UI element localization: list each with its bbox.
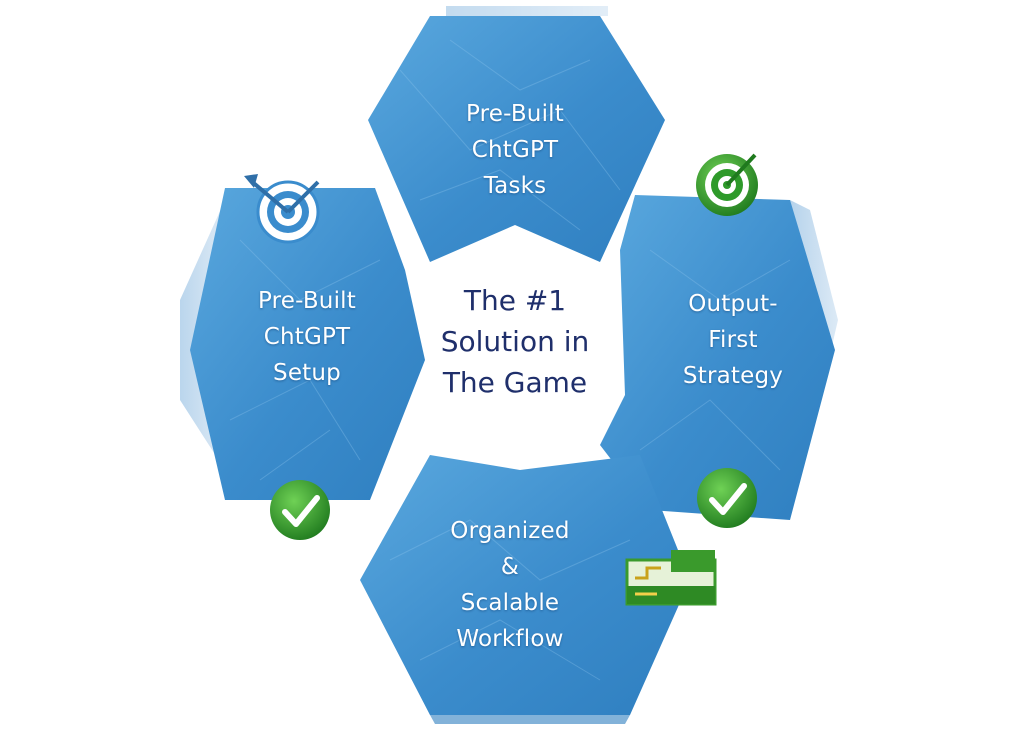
hex-bottom bbox=[360, 455, 690, 724]
node-label-top: Pre-Built ChtGPT Tasks bbox=[430, 96, 600, 204]
node-right-line-3: Strategy bbox=[682, 363, 784, 389]
target-icon bbox=[696, 153, 758, 216]
workflow-icon bbox=[625, 550, 717, 606]
hex-left bbox=[180, 188, 425, 500]
center-line-2: Solution in bbox=[440, 325, 590, 358]
hex-top bbox=[368, 6, 665, 262]
node-label-left: Pre-Built ChtGPT Setup bbox=[222, 283, 392, 391]
node-top-line-1: Pre-Built bbox=[465, 101, 564, 127]
node-label-right: Output- First Strategy bbox=[648, 286, 818, 394]
center-line-1: The #1 bbox=[463, 284, 567, 317]
checkmark-icon bbox=[270, 480, 330, 540]
node-top-line-2: ChtGPT bbox=[471, 137, 559, 163]
hex-right bbox=[600, 195, 838, 520]
node-bottom-line-4: Workflow bbox=[456, 626, 564, 652]
node-left-line-1: Pre-Built bbox=[257, 288, 356, 314]
node-left-line-3: Setup bbox=[273, 360, 341, 386]
node-right-line-1: Output- bbox=[688, 291, 778, 317]
node-bottom-line-1: Organized bbox=[450, 518, 570, 544]
node-label-bottom: Organized & Scalable Workflow bbox=[410, 513, 610, 657]
node-top-line-3: Tasks bbox=[483, 173, 547, 199]
target-icon bbox=[244, 174, 320, 244]
node-right-line-2: First bbox=[708, 327, 758, 353]
node-left-line-2: ChtGPT bbox=[263, 324, 351, 350]
center-label: The #1 Solution in The Game bbox=[415, 280, 615, 403]
checkmark-icon bbox=[697, 468, 757, 528]
node-bottom-line-2: & bbox=[500, 554, 520, 580]
center-line-3: The Game bbox=[442, 366, 588, 399]
node-bottom-line-3: Scalable bbox=[460, 590, 560, 616]
